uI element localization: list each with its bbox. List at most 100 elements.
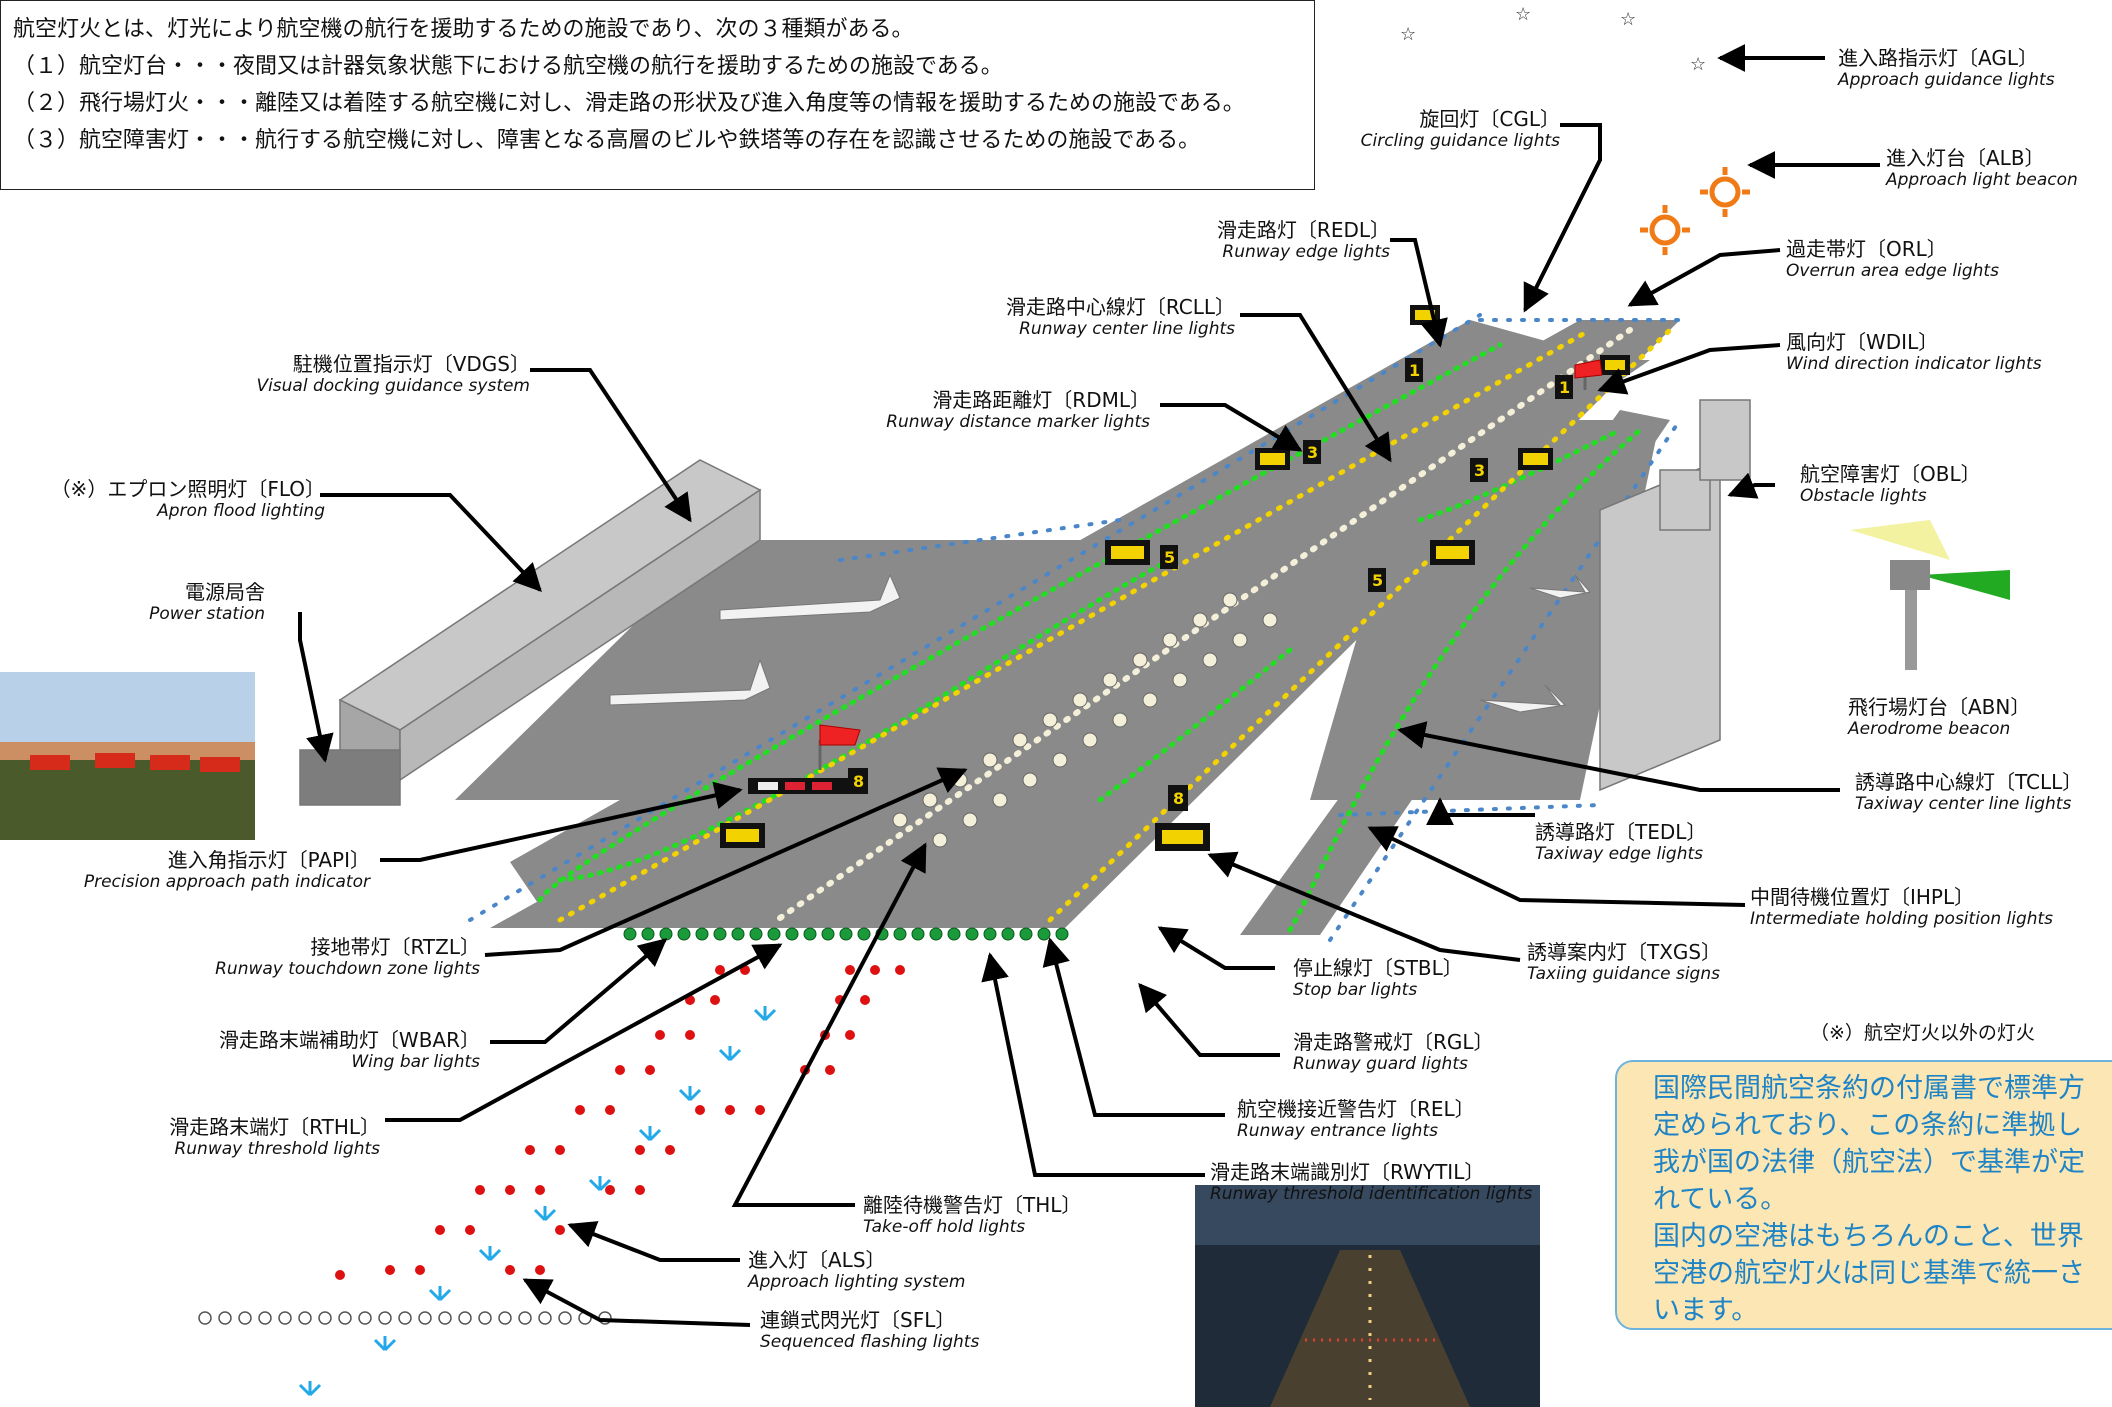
label-abn-en: Aerodrome beacon bbox=[1848, 719, 2011, 739]
label-flo-en: Apron flood lighting bbox=[157, 501, 325, 521]
sign-5-right: 5 bbox=[1372, 571, 1383, 590]
leader-rgl bbox=[1138, 982, 1280, 1057]
label-rgl-en: Runway guard lights bbox=[1293, 1054, 1468, 1074]
leader-rthl bbox=[385, 943, 783, 1122]
infobox-line-4: れている。 bbox=[1653, 1184, 1788, 1215]
label-papi-jp: 進入角指示灯〔PAPI〕 bbox=[167, 848, 370, 872]
label-vdgs: 駐機位置指示灯〔VDGS〕 Visual docking guidance sy… bbox=[225, 352, 530, 396]
runway-edge-lights bbox=[557, 327, 1673, 923]
label-wbar-en: Wing bar lights bbox=[351, 1052, 480, 1072]
leader-papi bbox=[380, 781, 743, 862]
infobox-line-5: 国内の空港はもちろんのこと、世界 bbox=[1653, 1221, 2084, 1252]
label-cgl: 旋回灯〔CGL〕 Circling guidance lights bbox=[1350, 107, 1560, 151]
leader-tcll bbox=[1397, 721, 1840, 792]
intro-line-3: （２）飛行場灯火・・・離陸又は着陸する航空機に対し、滑走路の形状及び進入角度等の… bbox=[13, 91, 1245, 116]
label-rel-en: Runway entrance lights bbox=[1237, 1121, 1438, 1141]
label-stbl-jp: 停止線灯〔STBL〕 bbox=[1293, 956, 1463, 980]
leader-orl bbox=[1627, 248, 1781, 307]
label-wdil-jp: 風向灯〔WDIL〕 bbox=[1786, 330, 1939, 354]
label-agl-jp: 進入路指示灯〔AGL〕 bbox=[1838, 46, 2038, 70]
label-rthl-jp: 滑走路末端灯〔RTHL〕 bbox=[169, 1115, 380, 1139]
leader-rwytil bbox=[981, 952, 1205, 1177]
label-wdil-en: Wind direction indicator lights bbox=[1786, 354, 2042, 374]
label-ihpl: 中間待機位置灯〔IHPL〕 Intermediate holding posit… bbox=[1750, 885, 2053, 929]
label-ihpl-jp: 中間待機位置灯〔IHPL〕 bbox=[1750, 885, 1975, 909]
label-rcll-en: Runway center line lights bbox=[1019, 319, 1235, 339]
label-rgl: 滑走路警戒灯〔RGL〕 Runway guard lights bbox=[1293, 1030, 1494, 1074]
label-papi-en: Precision approach path indicator bbox=[83, 872, 370, 892]
label-rel-jp: 航空機接近警告灯〔REL〕 bbox=[1237, 1097, 1475, 1121]
label-papi: 進入角指示灯〔PAPI〕 Precision approach path ind… bbox=[60, 848, 370, 892]
label-orl-en: Overrun area edge lights bbox=[1786, 261, 1999, 281]
label-alb: 進入灯台〔ALB〕 Approach light beacon bbox=[1886, 146, 2078, 190]
infobox-line-6: 空港の航空灯火は同じ基準で統一さ bbox=[1653, 1258, 2085, 1289]
label-rel: 航空機接近警告灯〔REL〕 Runway entrance lights bbox=[1237, 1097, 1475, 1141]
label-tedl-en: Taxiway edge lights bbox=[1535, 844, 1704, 864]
infobox-line-2: 定められており、この条約に準拠し bbox=[1653, 1110, 2083, 1141]
label-thl-jp: 離陸待機警告灯〔THL〕 bbox=[863, 1193, 1082, 1217]
leader-rtzl bbox=[484, 767, 968, 957]
label-rgl-jp: 滑走路警戒灯〔RGL〕 bbox=[1293, 1030, 1494, 1054]
papi-unit bbox=[748, 778, 858, 794]
label-thl: 離陸待機警告灯〔THL〕 Take-off hold lights bbox=[863, 1193, 1081, 1237]
label-rthl-en: Runway threshold lights bbox=[174, 1139, 380, 1159]
taxiway-edge-lights bbox=[468, 313, 1682, 942]
label-rthl: 滑走路末端灯〔RTHL〕 Runway threshold lights bbox=[80, 1115, 380, 1159]
left-apron bbox=[455, 540, 1120, 800]
label-stbl: 停止線灯〔STBL〕 Stop bar lights bbox=[1293, 956, 1463, 1000]
label-thl-en: Take-off hold lights bbox=[863, 1217, 1026, 1237]
label-flo: （※）エプロン照明灯〔FLO〕 Apron flood lighting bbox=[40, 477, 325, 521]
label-tedl: 誘導路灯〔TEDL〕 Taxiway edge lights bbox=[1535, 820, 1706, 864]
leader-obl bbox=[1727, 472, 1775, 499]
label-orl-jp: 過走帯灯〔ORL〕 bbox=[1786, 237, 1947, 261]
label-sfl-en: Sequenced flashing lights bbox=[760, 1332, 980, 1352]
label-tedl-jp: 誘導路灯〔TEDL〕 bbox=[1535, 820, 1707, 844]
label-wdil: 風向灯〔WDIL〕 Wind direction indicator light… bbox=[1786, 330, 2042, 374]
svg-text:☆: ☆ bbox=[1400, 24, 1416, 45]
leader-stbl bbox=[1157, 926, 1275, 970]
sign-1-left: 1 bbox=[1409, 361, 1420, 380]
label-tcll-en: Taxiway center line lights bbox=[1855, 794, 2072, 814]
label-rtzl-en: Runway touchdown zone lights bbox=[215, 959, 480, 979]
label-redl-en: Runway edge lights bbox=[1222, 242, 1390, 262]
leader-rel bbox=[1042, 937, 1225, 1117]
leader-flo bbox=[320, 493, 542, 593]
approach-white-row bbox=[198, 1311, 612, 1325]
label-sfl: 連鎖式閃光灯〔SFL〕 Sequenced flashing lights bbox=[760, 1308, 979, 1352]
label-abn-jp: 飛行場灯台〔ABN〕 bbox=[1848, 695, 2031, 719]
label-redl-jp: 滑走路灯〔REDL〕 bbox=[1216, 218, 1390, 242]
threshold-green-lights bbox=[623, 927, 1069, 941]
label-alb-en: Approach light beacon bbox=[1886, 170, 2078, 190]
label-sfl-jp: 連鎖式閃光灯〔SFL〕 bbox=[760, 1308, 956, 1332]
leader-power bbox=[298, 612, 334, 763]
sequenced-flashing-lights bbox=[298, 1006, 777, 1397]
sign-3-left: 3 bbox=[1307, 443, 1318, 462]
label-rdml-jp: 滑走路距離灯〔RDML〕 bbox=[932, 388, 1150, 412]
standards-info-box: 国際民間航空条約の付属書で標準方 定められており、この条約に準拠し 我が国の法律… bbox=[1615, 1060, 2112, 1330]
label-power-jp: 電源局舎 bbox=[185, 580, 265, 604]
footnote: （※）航空灯火以外の灯火 bbox=[1810, 1022, 2035, 1044]
right-apron bbox=[1310, 420, 1660, 800]
approach-guidance-stars: ☆☆☆☆ bbox=[1400, 4, 1706, 75]
leader-txgs bbox=[1207, 851, 1521, 962]
control-tower-and-buildings bbox=[1599, 399, 1751, 792]
label-txgs: 誘導案内灯〔TXGS〕 Taxiing guidance signs bbox=[1527, 940, 1721, 984]
label-rdml: 滑走路距離灯〔RDML〕 Runway distance marker ligh… bbox=[860, 388, 1150, 432]
sign-numbers: 8 8 5 5 3 3 1 1 bbox=[848, 358, 1573, 811]
label-ihpl-en: Intermediate holding position lights bbox=[1750, 909, 2054, 929]
intro-line-2: （１）航空灯台・・・夜間又は計器気象状態下における航空機の航行を援助するための施… bbox=[13, 54, 1003, 79]
label-als-jp: 進入灯〔ALS〕 bbox=[748, 1248, 886, 1272]
label-stbl-en: Stop bar lights bbox=[1293, 980, 1418, 1000]
runway-and-taxiways bbox=[455, 320, 1680, 935]
aerodrome-beacon bbox=[1850, 520, 2010, 670]
sign-8-right: 8 bbox=[1173, 789, 1184, 808]
terminal-building bbox=[299, 459, 762, 806]
label-rdml-en: Runway distance marker lights bbox=[886, 412, 1150, 432]
label-vdgs-en: Visual docking guidance system bbox=[256, 376, 530, 396]
label-tcll: 誘導路中心線灯〔TCLL〕 Taxiway center line lights bbox=[1855, 770, 2082, 814]
label-txgs-en: Taxiing guidance signs bbox=[1527, 964, 1720, 984]
apron-lighting-photo bbox=[0, 672, 255, 840]
label-rtzl-jp: 接地帯灯〔RTZL〕 bbox=[310, 935, 480, 959]
intro-line-1: 航空灯火とは、灯光により航空機の航行を援助するための施設であり、次の３種類がある… bbox=[13, 17, 914, 42]
label-power: 電源局舎 Power station bbox=[100, 580, 265, 624]
